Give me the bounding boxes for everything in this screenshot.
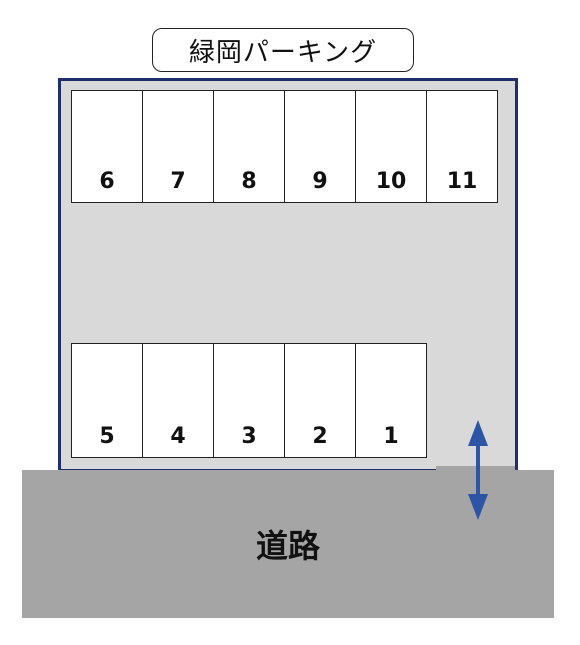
space-number: 1 xyxy=(383,424,399,449)
parking-space-4: 4 xyxy=(142,343,214,458)
parking-space-10: 10 xyxy=(355,90,427,203)
parking-space-2: 2 xyxy=(284,343,356,458)
space-number: 4 xyxy=(170,424,186,449)
space-number: 2 xyxy=(312,424,328,449)
lot-entrance-opening xyxy=(436,466,515,474)
parking-space-5: 5 xyxy=(71,343,143,458)
arrow-head-up xyxy=(468,420,488,446)
space-number: 7 xyxy=(170,169,186,194)
space-number: 10 xyxy=(375,169,407,194)
space-number: 6 xyxy=(99,169,115,194)
parking-name-label: 緑岡パーキング xyxy=(152,28,414,72)
space-number: 5 xyxy=(99,424,115,449)
parking-space-11: 11 xyxy=(426,90,498,203)
road: 道路 xyxy=(22,470,554,618)
double-headed-vertical-arrow-icon xyxy=(468,420,488,520)
space-number: 9 xyxy=(312,169,328,194)
space-number: 11 xyxy=(446,169,478,194)
parking-space-7: 7 xyxy=(142,90,214,203)
space-number: 8 xyxy=(241,169,257,194)
parking-space-3: 3 xyxy=(213,343,285,458)
parking-space-1: 1 xyxy=(355,343,427,458)
parking-space-9: 9 xyxy=(284,90,356,203)
parking-space-8: 8 xyxy=(213,90,285,203)
arrow-head-down xyxy=(468,494,488,520)
parking-space-6: 6 xyxy=(71,90,143,203)
road-label: 道路 xyxy=(255,527,320,565)
space-number: 3 xyxy=(241,424,257,449)
